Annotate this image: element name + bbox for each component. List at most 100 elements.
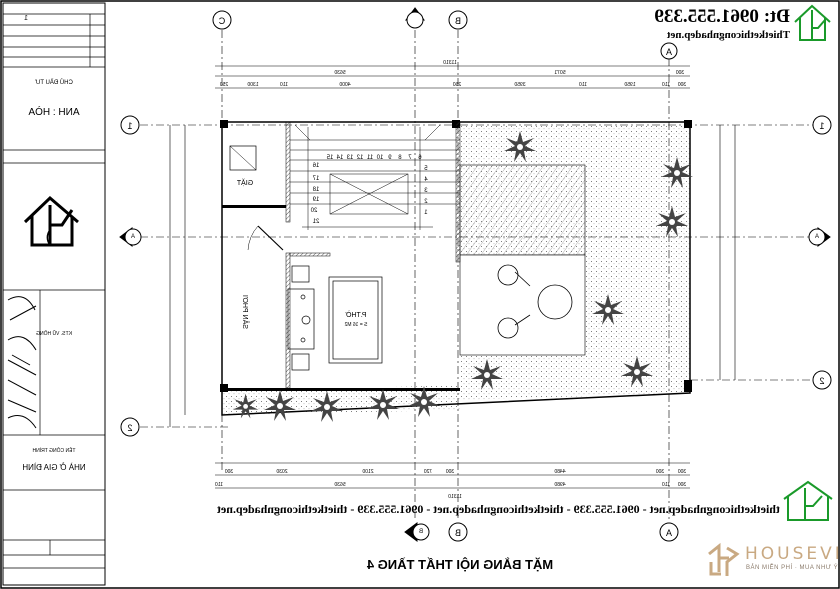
svg-text:300: 300 [656,469,665,475]
svg-text:2100: 2100 [362,469,373,475]
brand-logo-icon [794,4,831,41]
signatures [7,296,37,429]
phone-number: Đt: 0961.555.339 [654,6,790,27]
svg-text:8: 8 [398,155,402,161]
svg-text:20: 20 [310,208,317,214]
staircase [290,124,460,230]
investor-label: CHỦ ĐẦU TƯ [35,79,73,86]
svg-text:1300: 1300 [247,82,258,88]
svg-text:13: 13 [346,155,353,161]
section-marker-a-right: A [808,227,831,247]
dimension-lines [169,65,736,489]
svg-text:2: 2 [424,199,428,205]
svg-text:3: 3 [424,188,428,194]
project-name: NHÀ Ở GIA ĐÌNH [22,463,86,472]
svg-text:250: 250 [453,82,462,88]
svg-text:110: 110 [579,82,587,88]
company-logo-icon [23,195,79,247]
svg-text:18: 18 [312,187,319,193]
axis-bubble-1-right: 1 [812,115,832,135]
svg-text:3950: 3950 [514,82,525,88]
svg-text:A: A [131,234,135,240]
room-label-altar: P.THỜ [345,310,366,319]
building-plan: 1 2 3 4 5 6 7 8 9 10 11 12 13 14 15 16 1… [220,120,693,422]
svg-text:6: 6 [418,155,422,161]
svg-text:4000: 4000 [339,82,350,88]
svg-text:720: 720 [424,469,433,475]
svg-text:300: 300 [678,469,687,475]
svg-text:300: 300 [676,70,685,76]
svg-text:C: C [218,16,225,26]
svg-text:17: 17 [312,176,319,182]
svg-text:A: A [815,234,819,240]
contact-header: Đt: 0961.555.339 Thietkethicongnhadep.ne… [654,4,831,41]
svg-text:B: B [419,529,423,535]
svg-text:12: 12 [356,155,363,161]
svg-text:110: 110 [215,482,223,488]
revision-row: 1 [24,15,28,22]
watermark-text: thietkethicongnhadep.net - 0961.555.339 … [217,502,780,516]
title-block: 1 CHỦ ĐẦU TƯ ANH : HÒA KTS. VŨ HỒNG TÊN … [2,2,106,586]
svg-text:B: B [455,16,461,26]
dimension-labels: 11310 5630 5071 300 250 1300 110 4000 25… [215,60,686,500]
houseviet-tagline: BẢN MIỄN PHÍ · MUA NHƯ Ý [746,565,839,571]
svg-text:1950: 1950 [624,82,635,88]
axis-bubble-a: A [660,42,678,60]
axis-bubble-b: B [448,10,468,30]
svg-text:5: 5 [424,166,428,172]
svg-text:300: 300 [225,469,234,475]
svg-text:11: 11 [366,155,373,161]
svg-text:A: A [666,528,672,538]
svg-text:14: 14 [336,155,343,161]
svg-text:11310: 11310 [448,494,462,500]
investor-name: ANH : HÒA [28,105,79,118]
room-area-altar: S = 16 M2 [344,322,367,328]
svg-text:300: 300 [678,482,687,488]
svg-text:4: 4 [424,177,428,183]
room-label-laundry: GIẶT [236,178,253,187]
section-marker-a-left: A [119,227,142,247]
axis-bubble-2-left: 2 [120,417,140,437]
svg-text:2: 2 [819,376,824,386]
stair-step-numbers: 1 2 3 4 5 6 7 8 9 10 11 12 13 14 15 16 1… [310,155,428,225]
svg-text:110: 110 [662,82,670,88]
svg-text:21: 21 [312,219,319,225]
website: Thietkethicongnhadep.net [667,29,790,41]
svg-text:110: 110 [280,82,288,88]
svg-text:2030: 2030 [276,469,287,475]
svg-text:5630: 5630 [334,70,345,76]
svg-text:5630: 5630 [334,482,345,488]
designer-name: KTS. VŨ HỒNG [36,330,72,337]
svg-text:16: 16 [312,163,319,169]
svg-text:19: 19 [312,197,319,203]
outdoor-furniture [497,264,573,339]
section-marker-b-bottom: B [404,522,430,542]
project-label: TÊN CÔNG TRÌNH [32,446,75,454]
svg-text:9: 9 [388,155,392,161]
door-swing [247,225,259,251]
houseviet-brand: HOUSEVIET BẢN MIỄN PHÍ · MUA NHƯ Ý [705,542,840,582]
section-marker-top [405,7,425,29]
svg-text:4980: 4980 [554,482,565,488]
houseviet-logo-icon [708,542,740,576]
wood-deck [459,164,586,256]
houseviet-name: HOUSEVIET [745,544,840,564]
watermark-logo-icon [783,480,833,521]
svg-text:5071: 5071 [554,70,565,76]
svg-text:10: 10 [376,155,383,161]
axis-bubble-b-bottom: B [448,522,468,542]
svg-text:1: 1 [819,121,824,131]
svg-text:7: 7 [408,155,412,161]
svg-text:15: 15 [326,155,333,161]
svg-text:B: B [455,528,461,538]
axis-bubble-c: C [212,10,232,30]
axis-bubble-1-left: 1 [120,115,140,135]
svg-text:1: 1 [127,121,132,131]
svg-text:11310: 11310 [443,60,457,66]
axis-bubble-2-right: 2 [812,370,832,390]
svg-text:300: 300 [446,469,455,475]
svg-text:110: 110 [662,482,670,488]
